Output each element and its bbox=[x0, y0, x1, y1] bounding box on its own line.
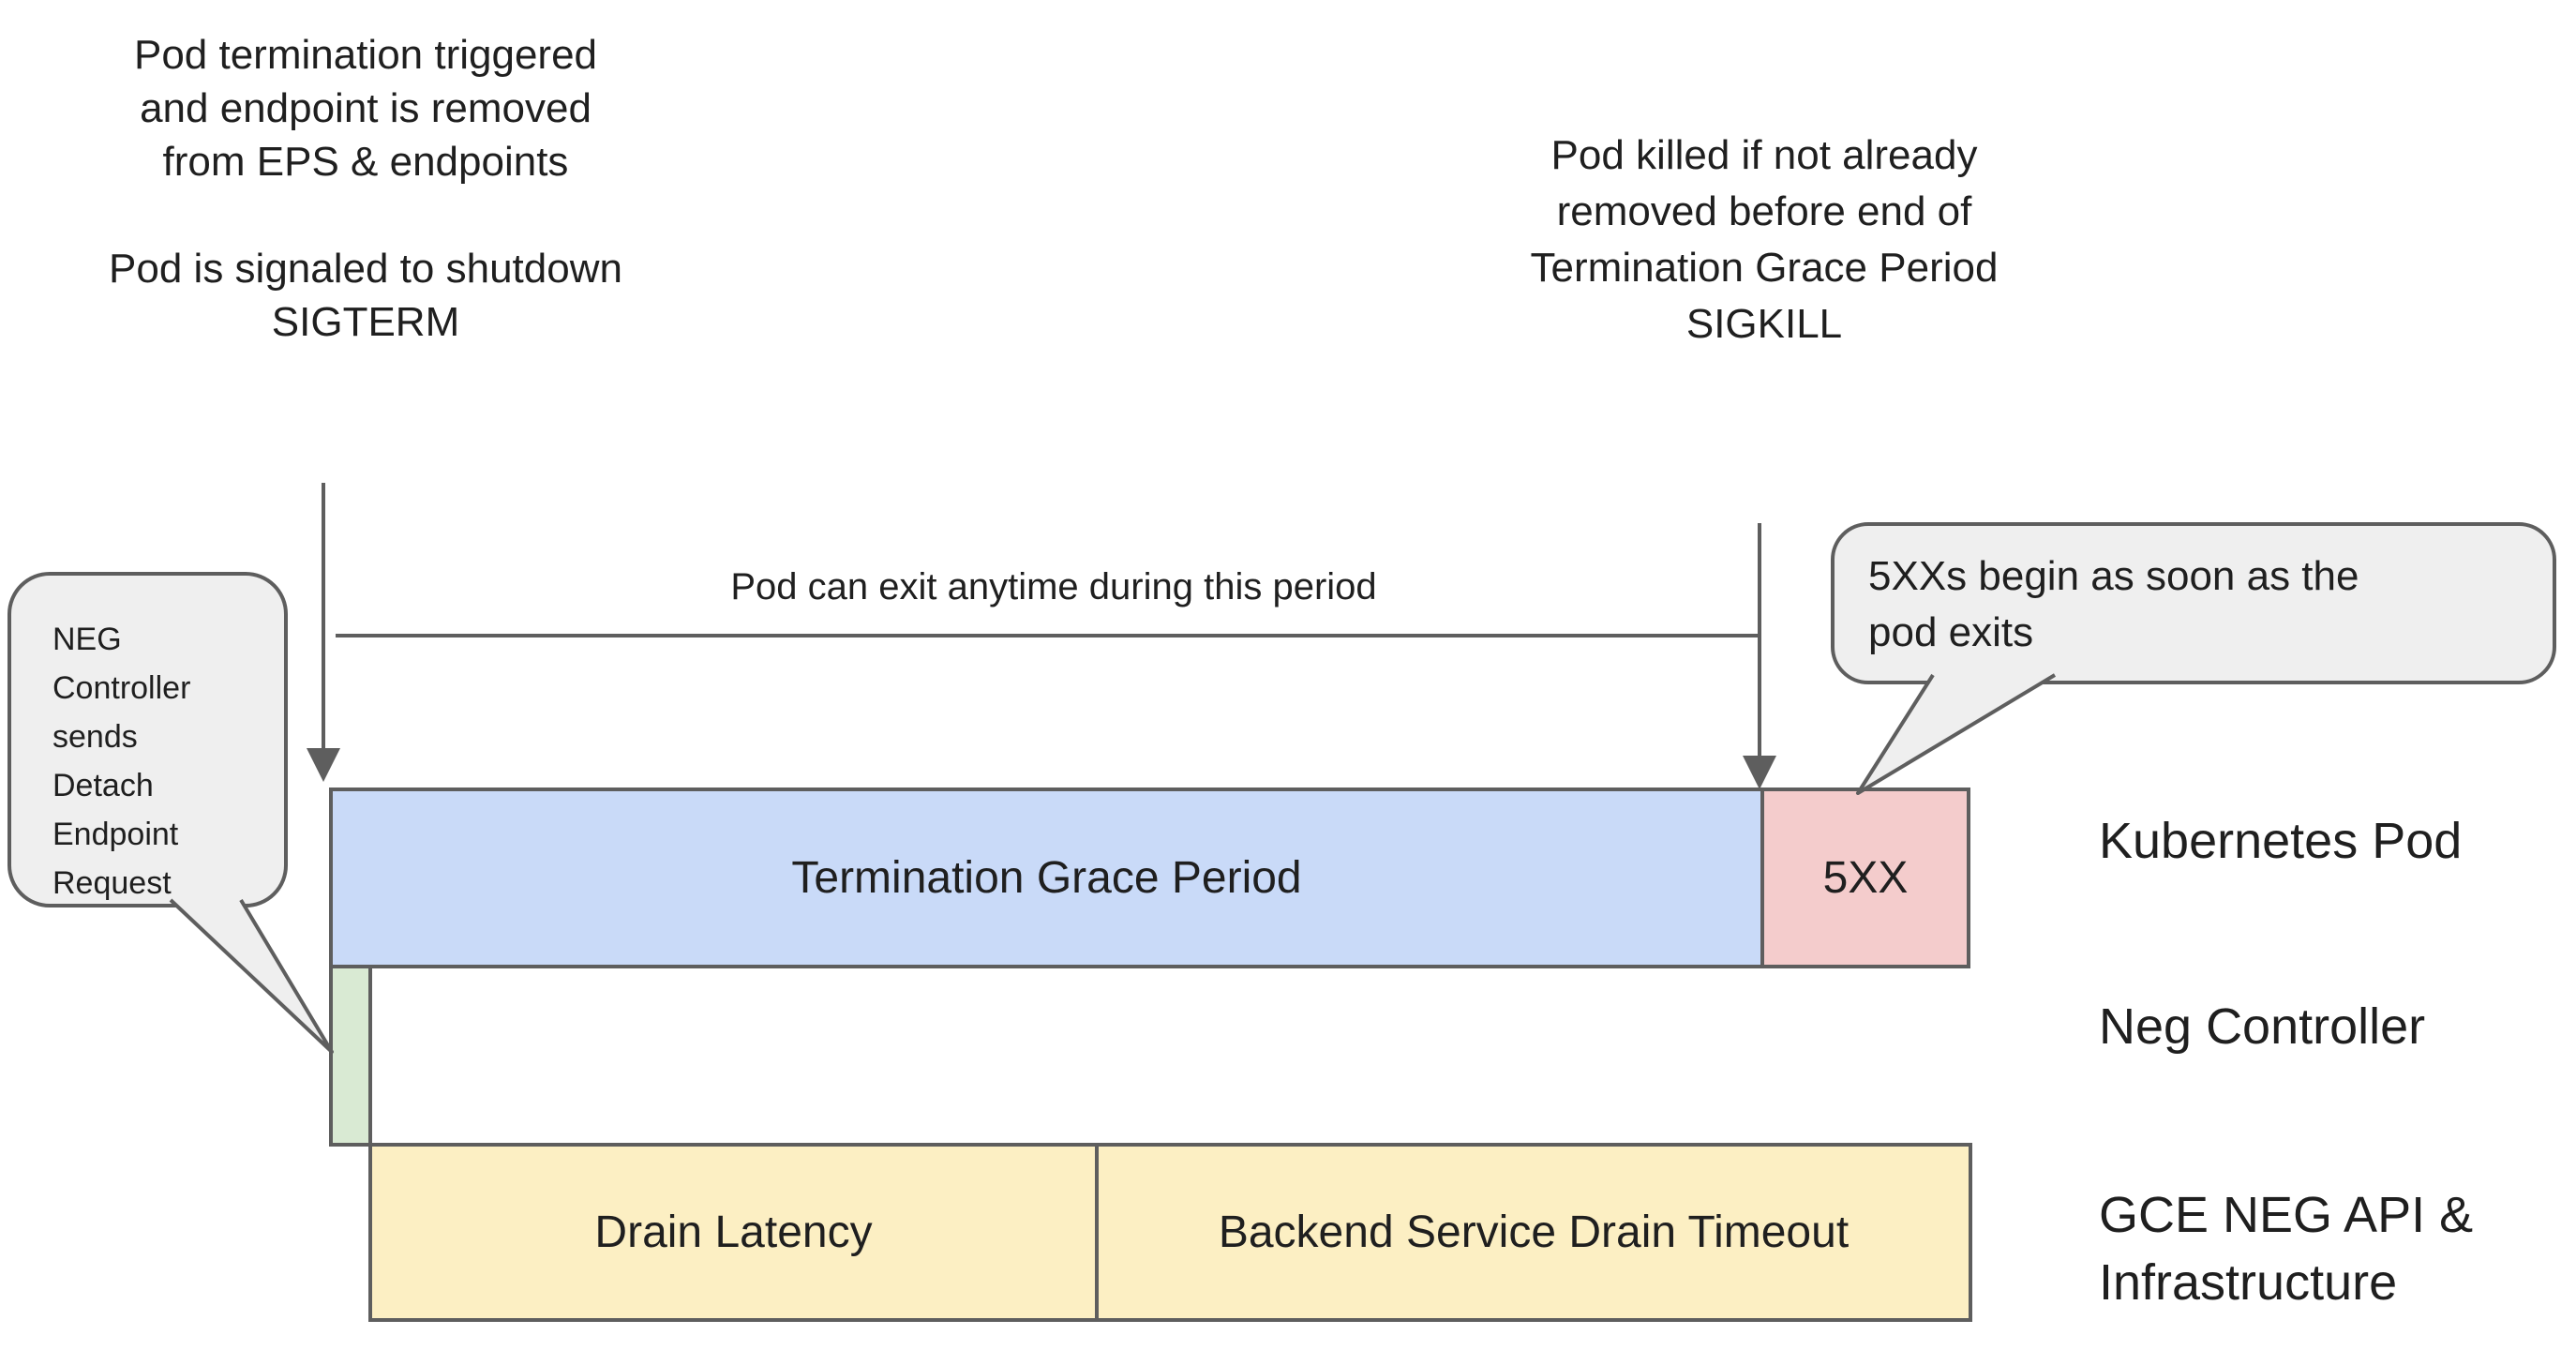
annotation-line: removed before end of bbox=[1556, 188, 1972, 234]
row-label-kubernetes-pod: Kubernetes Pod bbox=[2099, 813, 2463, 869]
kubernetes-pod-bar: Termination Grace Period 5XX bbox=[329, 788, 1970, 968]
backend-service-drain-timeout-segment: Backend Service Drain Timeout bbox=[1099, 1147, 1969, 1318]
annotation-pod-can-exit: Pod can exit anytime during this period bbox=[730, 566, 1377, 608]
bubble-line: 5XXs begin as soon as the bbox=[1868, 553, 2359, 599]
annotation-line: Pod killed if not already bbox=[1550, 132, 1978, 178]
drain-latency-segment: Drain Latency bbox=[372, 1147, 1099, 1318]
annotation-pod-termination: Pod termination triggered and endpoint i… bbox=[37, 28, 694, 349]
bubble-line: Endpoint bbox=[52, 817, 179, 852]
row-label-line: Infrastructure bbox=[2099, 1254, 2398, 1311]
row-label-gce-neg-api: GCE NEG API & Infrastructure bbox=[2099, 1181, 2473, 1316]
annotation-line: Termination Grace Period bbox=[1530, 245, 1999, 291]
bubble-line: sends bbox=[52, 719, 138, 755]
gce-neg-bar: Drain Latency Backend Service Drain Time… bbox=[368, 1143, 1972, 1322]
row-label-neg-controller: Neg Controller bbox=[2099, 998, 2426, 1055]
neg-controller-bubble-tail bbox=[169, 898, 334, 1054]
annotation-line: Pod termination triggered bbox=[133, 32, 598, 78]
annotation-pod-killed: Pod killed if not already removed before… bbox=[1436, 128, 2092, 352]
sigterm-down-arrow-icon bbox=[307, 483, 340, 782]
drain-latency-label: Drain Latency bbox=[594, 1208, 873, 1257]
annotation-line: SIGKILL bbox=[1685, 301, 1843, 347]
five-xx-label: 5XX bbox=[1822, 853, 1909, 903]
row-label-line: GCE NEG API & bbox=[2099, 1187, 2474, 1243]
annotation-line: SIGTERM bbox=[271, 299, 460, 345]
annotation-line: Pod is signaled to shutdown bbox=[109, 246, 622, 292]
five-xx-segment: 5XX bbox=[1760, 791, 1967, 965]
bubble-line: Detach bbox=[52, 768, 154, 803]
annotation-line: and endpoint is removed bbox=[140, 85, 592, 131]
five-xx-bubble-tail bbox=[1856, 673, 2057, 795]
bubble-line: pod exits bbox=[1868, 609, 2034, 655]
detach-endpoint-segment bbox=[329, 965, 372, 1147]
termination-grace-period-label: Termination Grace Period bbox=[791, 853, 1302, 903]
neg-controller-bubble: NEG Controller sends Detach Endpoint Req… bbox=[7, 572, 288, 908]
annotation-line: from EPS & endpoints bbox=[162, 139, 569, 185]
bubble-line: Request bbox=[52, 865, 172, 901]
backend-service-drain-timeout-label: Backend Service Drain Timeout bbox=[1218, 1208, 1850, 1257]
bubble-line: NEG bbox=[52, 622, 122, 657]
sigkill-down-arrow-icon bbox=[1743, 523, 1776, 789]
bubble-line: Controller bbox=[52, 670, 191, 706]
termination-grace-period-segment: Termination Grace Period bbox=[333, 791, 1760, 965]
five-xx-bubble: 5XXs begin as soon as the pod exits bbox=[1831, 522, 2556, 684]
